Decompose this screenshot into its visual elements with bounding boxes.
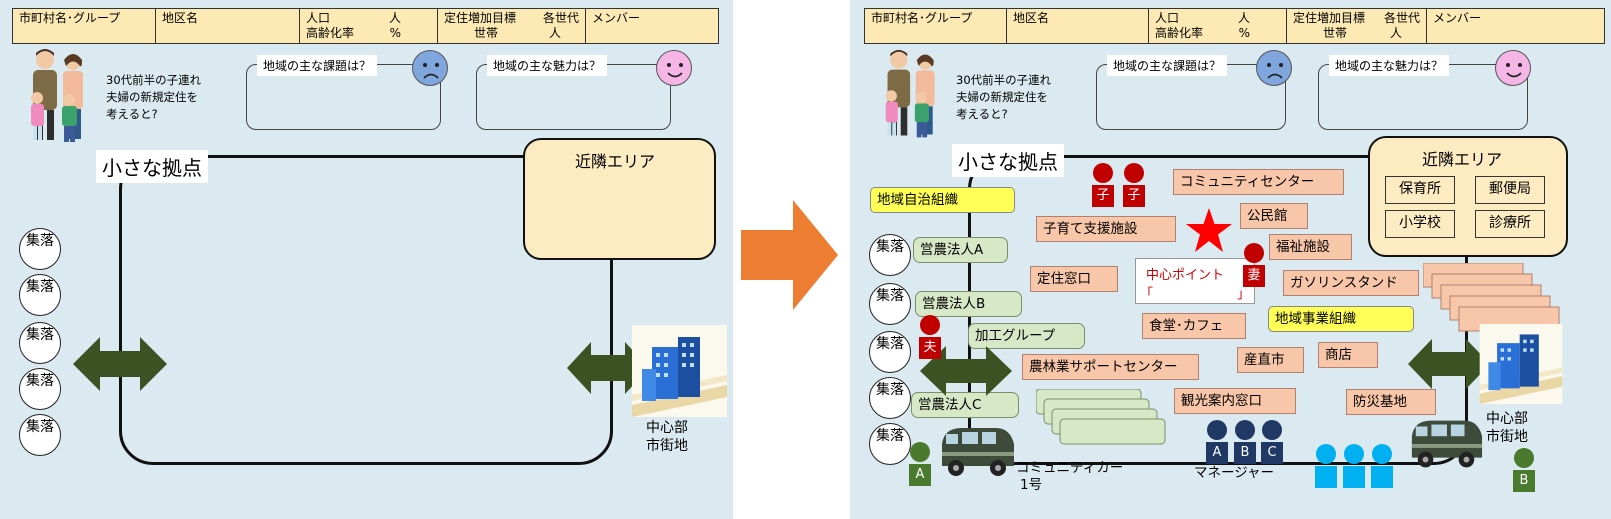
- village-circle: 集落: [19, 368, 61, 410]
- village-circle: 集落: [19, 228, 61, 270]
- manager-b-icon: B: [1233, 420, 1257, 464]
- double-arrow-icon: [1408, 339, 1490, 389]
- appeal-bubble-label: 地域の主な魅力は？: [1329, 55, 1450, 76]
- after-panel: 市町村名･グループ 地区名 人口人 高齢化率% 定住増加目標各世代 世帯人 メン…: [850, 0, 1611, 519]
- persona-text: 30代前半の子連れ夫婦の新規定住を考えると?: [956, 73, 1052, 121]
- happy-face-icon: [1495, 50, 1531, 86]
- volunteer-person-icon: [1342, 444, 1366, 488]
- person-a-icon: A: [908, 442, 932, 486]
- target-cell: 定住増加目標各世代 世帯人: [1287, 9, 1427, 43]
- village-circle: 集落: [19, 322, 61, 364]
- persona-text: 30代前半の子連れ夫婦の新規定住を考えると?: [106, 73, 202, 121]
- small-base-label: 小さな拠点: [952, 144, 1064, 177]
- farm-corp-c: 営農法人C: [911, 392, 1019, 418]
- appeal-bubble-label: 地域の主な魅力は？: [487, 55, 608, 76]
- village-circle: 集落: [869, 234, 911, 276]
- double-arrow-icon: [567, 342, 649, 394]
- appeal-bubble[interactable]: 地域の主な魅力は？: [1318, 55, 1528, 130]
- child-person-icon: 子: [1122, 163, 1146, 207]
- family-illustration: [31, 49, 83, 142]
- direct-sales-market: 産直市: [1237, 347, 1304, 373]
- farm-corp-b: 営農法人B: [915, 291, 1022, 317]
- info-header: 市町村名･グループ 地区名 人口人 高齢化率% 定住増加目標各世代 世帯人 メン…: [864, 8, 1605, 44]
- issue-bubble[interactable]: 地域の主な課題は？: [246, 55, 441, 130]
- tourism-window: 観光案内窓口: [1174, 388, 1296, 414]
- disaster-base: 防災基地: [1346, 389, 1436, 415]
- processing-group: 加工グループ: [968, 323, 1085, 349]
- cafeteria-cafe: 食堂･カフェ: [1142, 313, 1246, 339]
- sad-face-icon: [412, 50, 448, 86]
- community-van-icon: [1411, 420, 1483, 468]
- small-base-loop: [119, 155, 613, 465]
- manager-a-icon: A: [1205, 420, 1229, 464]
- target-cell: 定住増加目標各世代 世帯人: [438, 9, 586, 43]
- agri-support-center: 農林業サポートセンター: [1022, 354, 1199, 380]
- gas-station: ガソリンスタンド: [1283, 270, 1419, 296]
- district-cell: 地区名: [1007, 9, 1149, 43]
- volunteer-person-icon: [1314, 444, 1338, 488]
- village-circle: 集落: [869, 377, 911, 419]
- facility-elementary-school: 小学校: [1385, 210, 1455, 238]
- public-hall: 公民館: [1240, 203, 1308, 229]
- facility-clinic: 診療所: [1475, 210, 1545, 238]
- city-buildings-icon: [1479, 324, 1563, 404]
- star-icon: [1186, 208, 1232, 252]
- village-circle: 集落: [19, 274, 61, 316]
- settlement-window: 定住窓口: [1030, 266, 1118, 292]
- near-area-box: 近隣エリア 保育所 郵便局 小学校 診療所: [1368, 136, 1568, 257]
- village-circle: 集落: [869, 423, 911, 465]
- issue-bubble-label: 地域の主な課題は？: [257, 55, 378, 76]
- community-center: コミュニティセンター: [1173, 169, 1344, 195]
- manager-caption: マネージャー: [1194, 465, 1275, 481]
- center-point-label: 中心ポイント: [1146, 268, 1225, 283]
- members-cell: メンバー: [592, 11, 641, 25]
- appeal-bubble[interactable]: 地域の主な魅力は？: [476, 55, 671, 130]
- members-cell: メンバー: [1433, 11, 1482, 25]
- happy-face-icon: [656, 50, 692, 86]
- issue-bubble[interactable]: 地域の主な課題は？: [1096, 55, 1286, 130]
- city-buildings-icon: [632, 325, 727, 417]
- city-label: 中心部 市街地: [646, 420, 688, 454]
- before-panel: 市町村名･グループ 地区名 人口人 高齢化率% 定住増加目標各世代 世帯人 メン…: [0, 0, 733, 519]
- local-government-org: 地域自治組織: [870, 187, 1015, 213]
- city-label: 中心部 市街地: [1486, 411, 1528, 445]
- issue-bubble-label: 地域の主な課題は？: [1107, 55, 1228, 76]
- small-base-label: 小さな拠点: [96, 150, 208, 183]
- farm-group-stack: [1036, 389, 1166, 445]
- husband-person-icon: 夫: [918, 315, 942, 359]
- village-circle: 集落: [869, 331, 911, 373]
- double-arrow-icon: [73, 337, 167, 391]
- district-cell: 地区名: [156, 9, 300, 43]
- near-area-title: 近隣エリア: [575, 152, 656, 171]
- municipality-cell: 市町村名･グループ: [865, 9, 1007, 43]
- volunteer-person-icon: [1370, 444, 1394, 488]
- wife-person-icon: 妻: [1242, 243, 1266, 287]
- double-arrow-icon: [920, 346, 1012, 396]
- info-header: 市町村名･グループ 地区名 人口人 高齢化率% 定住増加目標各世代 世帯人 メン…: [12, 8, 719, 44]
- child-person-icon: 子: [1091, 163, 1115, 207]
- manager-c-icon: C: [1260, 420, 1284, 464]
- near-area-box: 近隣エリア: [523, 138, 716, 260]
- center-point-box[interactable]: 中心ポイント 「 」: [1135, 258, 1255, 304]
- regional-business-org: 地域事業組織: [1268, 306, 1414, 332]
- farm-corp-a: 営農法人A: [913, 237, 1008, 263]
- population-cell: 人口人 高齢化率%: [300, 9, 438, 43]
- community-car-caption: コミュニティカー 1号: [1016, 460, 1124, 493]
- shop: 商店: [1318, 342, 1378, 368]
- welfare-facility: 福祉施設: [1269, 234, 1352, 260]
- facility-post-office: 郵便局: [1475, 176, 1545, 204]
- childcare-support: 子育て支援施設: [1036, 216, 1176, 242]
- municipality-cell: 市町村名･グループ: [13, 9, 156, 43]
- population-cell: 人口人 高齢化率%: [1149, 9, 1287, 43]
- person-b-icon: B: [1512, 448, 1536, 492]
- village-circle: 集落: [869, 283, 911, 325]
- near-area-title: 近隣エリア: [1422, 150, 1503, 169]
- sad-face-icon: [1256, 50, 1292, 86]
- transition-arrow-icon: [741, 200, 838, 310]
- facility-nursery: 保育所: [1385, 176, 1455, 204]
- family-illustration: [885, 49, 935, 138]
- village-circle: 集落: [19, 414, 61, 456]
- community-van-icon: [942, 428, 1014, 476]
